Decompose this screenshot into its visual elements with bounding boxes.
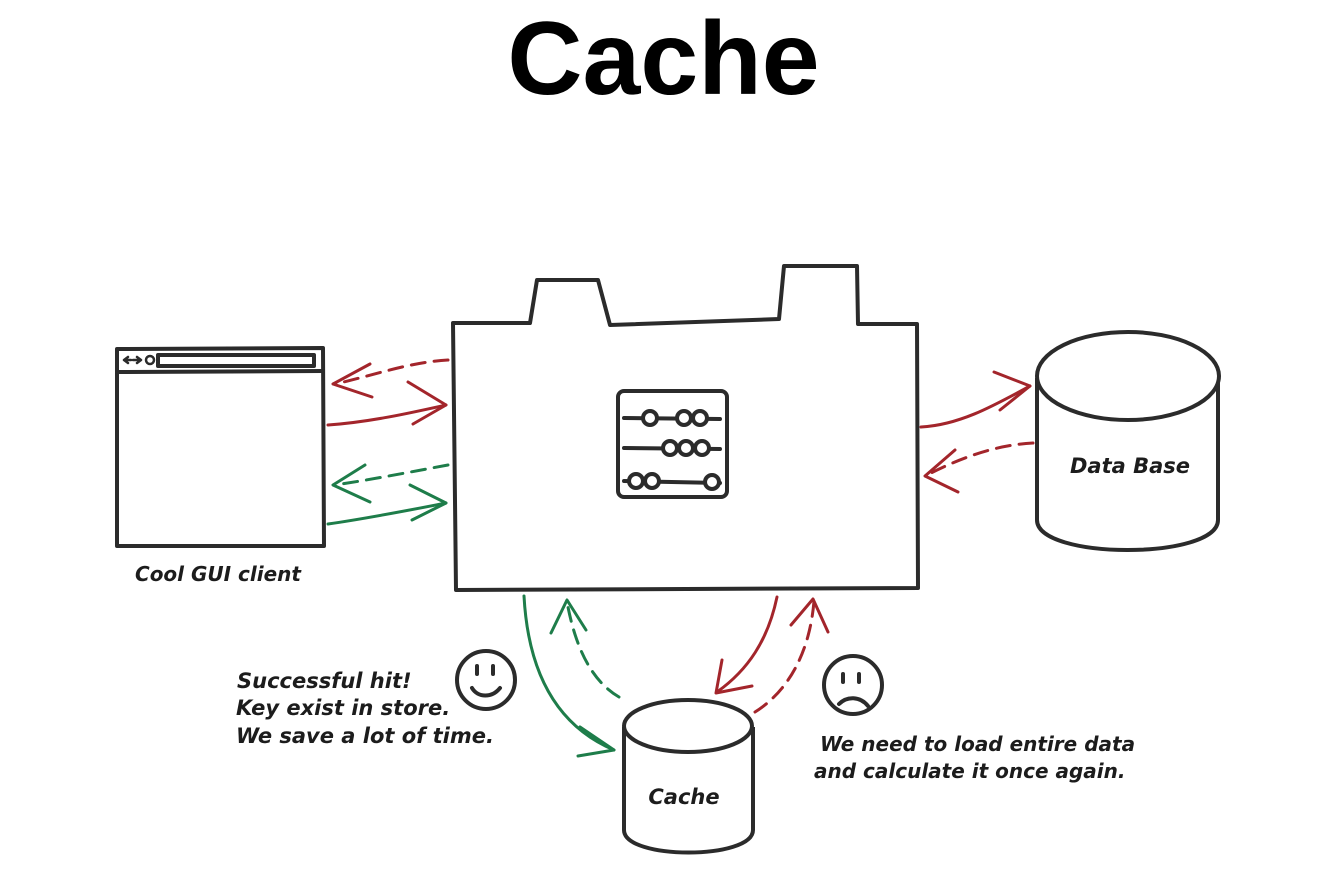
arrow-server-to-cache-hit [522,594,616,758]
sad-face-icon [822,654,884,716]
server-node [451,264,920,592]
cache-node [622,698,755,855]
arrow-server-to-database [919,370,1032,429]
hit-note-line: Key exist in store. [236,696,450,720]
arrow-server-to-client-hit [331,463,450,504]
client-label: Cool GUI client [135,562,302,586]
arrow-server-to-client-miss [331,358,450,399]
database-node [1035,330,1221,552]
smiley-face-icon [455,649,517,711]
miss-note-line: and calculate it once again. [814,759,1126,783]
miss-note: We need to load entire data and calculat… [814,732,1135,783]
browser-toolbar-icon [122,353,316,368]
arrow-client-to-server-hit [326,483,448,526]
cache-label: Cache [648,785,719,809]
hit-note: Successful hit! Key exist in store. We s… [236,669,494,748]
page-title: Cache [507,1,820,117]
arrow-server-to-cache-miss [714,595,779,695]
arrow-cache-to-server-miss [753,597,830,714]
miss-note-line: We need to load entire data [820,732,1135,756]
hit-note-line: We save a lot of time. [236,724,494,748]
client-window [115,346,326,548]
arrow-database-to-server [923,441,1035,494]
arrow-cache-to-server-hit [549,598,621,699]
abacus-icon [616,389,729,499]
arrow-client-to-server-miss [326,380,448,427]
database-label: Data Base [1070,454,1190,478]
hit-note-line: Successful hit! [237,669,412,693]
